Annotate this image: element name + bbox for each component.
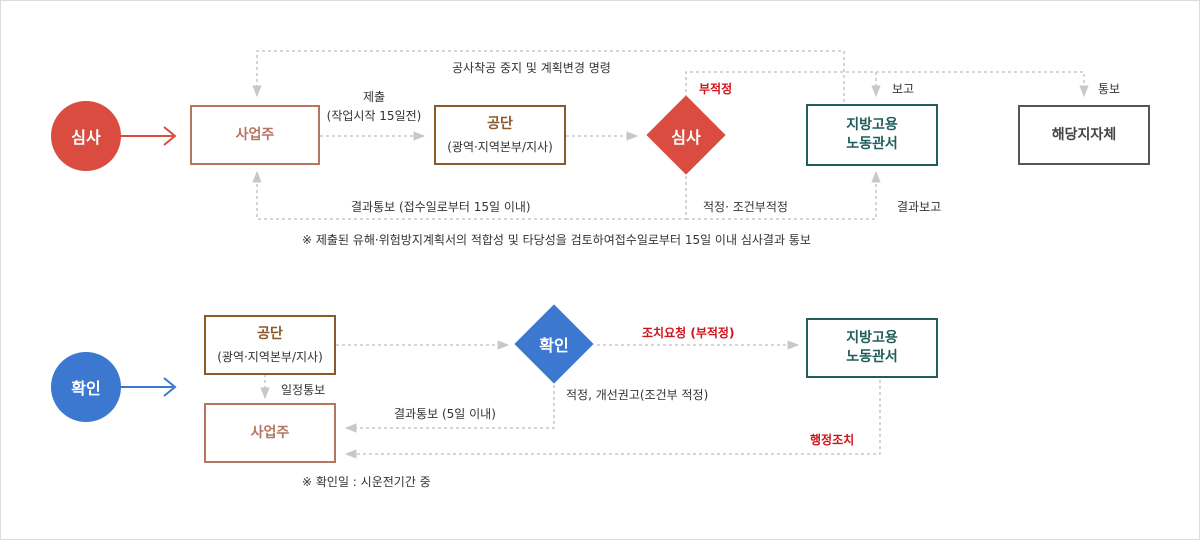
- labor-office-line2: 노동관서: [846, 136, 898, 152]
- arrow-unfit-branch: [685, 71, 1089, 98]
- review-badge-label: 심사: [71, 128, 101, 147]
- employer-label-2: 사업주: [250, 424, 290, 441]
- agency-title: 공단: [487, 116, 513, 132]
- confirm-badge-label: 확인: [71, 379, 101, 398]
- confirm-diamond-label: 확인: [539, 336, 569, 355]
- employer-label: 사업주: [235, 126, 275, 143]
- badge-arrow-confirm: [120, 377, 177, 397]
- agency-subtitle-2: (광역·지역본부/지사): [217, 350, 323, 364]
- fit-label-2: 적정, 개선권고(조건부 적정): [566, 388, 709, 402]
- result-notice-label: 결과통보 (접수일로부터 15일 이내): [351, 200, 531, 214]
- result-report-label: 결과보고: [897, 200, 942, 214]
- agency-box: 공단 (광역·지역본부/지사): [434, 105, 566, 165]
- submit-label: 제출 (작업시작 15일전): [318, 88, 430, 124]
- report-label: 보고: [892, 82, 915, 96]
- agency-subtitle: (광역·지역본부/지사): [447, 140, 553, 154]
- review-badge: 심사: [51, 101, 121, 171]
- arrow-result-notice-2: [344, 385, 555, 433]
- labor-office-line1: 지방고용: [846, 117, 898, 133]
- agency-title-2: 공단: [257, 326, 283, 342]
- labor-office-box-2: 지방고용 노동관서: [806, 318, 938, 378]
- employer-box: 사업주: [190, 105, 320, 165]
- badge-arrow-review: [120, 126, 177, 146]
- corrective-label: 조치요청 (부적정): [642, 326, 735, 340]
- confirm-badge: 확인: [51, 352, 121, 422]
- submit-label-main: 제출: [362, 90, 386, 104]
- labor-office-2-line1: 지방고용: [846, 330, 898, 346]
- local-gov-box: 해당지자체: [1018, 105, 1150, 165]
- arrow-admin-action: [344, 380, 881, 459]
- labor-office-box: 지방고용 노동관서: [806, 104, 938, 166]
- employer-box-2: 사업주: [204, 403, 336, 463]
- result-notice-label-2: 결과통보 (5일 이내): [394, 407, 496, 421]
- arrow-stop-order: [252, 50, 845, 102]
- notify-label: 통보: [1098, 82, 1121, 96]
- labor-office-2-line2: 노동관서: [846, 349, 898, 365]
- fit-label: 적정· 조건부적정: [703, 200, 788, 214]
- confirm-note: ※ 확인일 : 시운전기간 중: [302, 475, 431, 489]
- schedule-label: 일정통보: [281, 383, 326, 397]
- stop-order-label: 공사착공 중지 및 계획변경 명령: [452, 61, 611, 75]
- review-note: ※ 제출된 유해·위험방지계획서의 적합성 및 타당성을 검토하여접수일로부터 …: [302, 233, 811, 247]
- unfit-label: 부적정: [699, 82, 733, 96]
- submit-label-sub: (작업시작 15일전): [326, 109, 422, 123]
- review-diamond-label: 심사: [671, 128, 701, 147]
- admin-action-label: 행정조치: [810, 433, 855, 447]
- agency-box-2: 공단 (광역·지역본부/지사): [204, 315, 336, 375]
- local-gov-label: 해당지자체: [1051, 126, 1117, 143]
